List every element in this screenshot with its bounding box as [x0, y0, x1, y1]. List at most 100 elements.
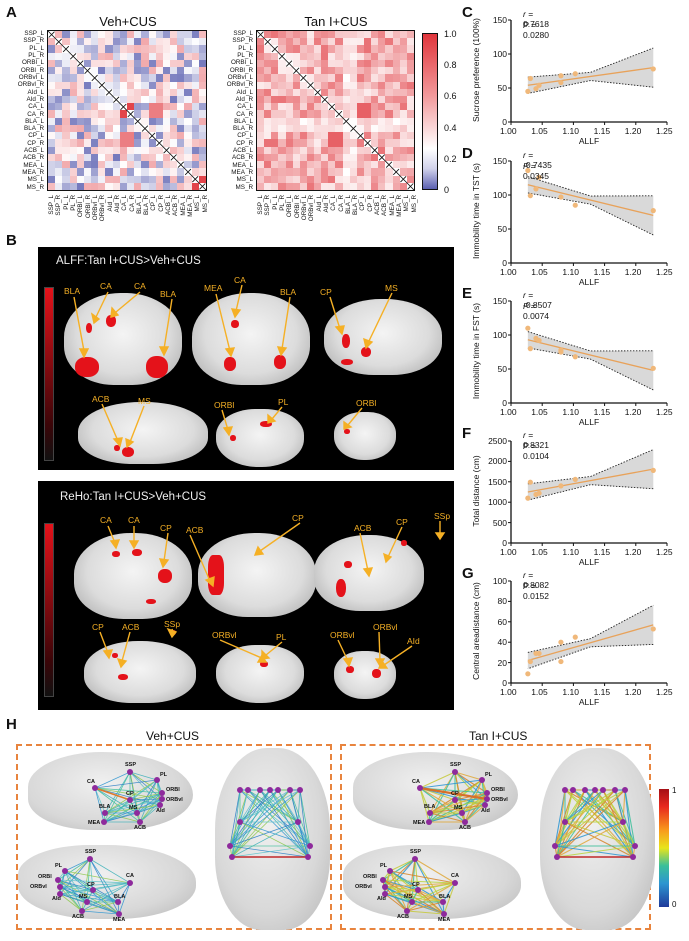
region-label: CA	[234, 275, 246, 285]
y-tick-label: 0	[502, 678, 507, 688]
colorbar-tick: 0.6	[444, 91, 457, 101]
region-label: CP	[160, 523, 172, 533]
x-tick-label: 1.15	[593, 407, 611, 417]
x-tick-label: 1.25	[656, 126, 673, 136]
x-tick-label: 1.00	[500, 407, 517, 417]
network-node	[612, 787, 618, 793]
x-tick-label: 1.00	[500, 267, 517, 277]
panel-label-h: H	[6, 716, 17, 733]
heatmap-row-label: ORBl_R	[20, 66, 44, 74]
region-label: PL	[276, 632, 287, 642]
x-tick-label: 1.00	[500, 547, 517, 557]
heatmap-row-label: SSP_L	[24, 30, 44, 37]
activation-blob	[132, 549, 142, 556]
y-tick-label: 0	[502, 398, 507, 408]
y-tick-label: 1500	[488, 476, 507, 487]
region-label: MS	[385, 283, 398, 293]
network-node	[137, 819, 143, 825]
panel-label-c: C	[462, 4, 473, 21]
network-node-label: CP	[87, 882, 95, 888]
data-point	[536, 650, 542, 657]
data-point	[650, 365, 656, 371]
data-point	[525, 167, 531, 174]
correlation-r: r = 0.8321	[523, 430, 549, 450]
reho-panel: ReHo:Tan I+CUS>Veh+CUS CA CA CP ACB CP A…	[38, 481, 454, 710]
x-tick-label: 1.15	[593, 687, 611, 697]
data-point	[525, 671, 531, 677]
brain-slice	[216, 645, 304, 703]
activation-blob	[112, 551, 120, 557]
x-tick-label: 1.20	[624, 687, 642, 697]
network-node-label: MEA	[88, 820, 101, 826]
activation-blob	[231, 320, 239, 328]
region-label: CA	[100, 515, 112, 525]
network-node	[157, 802, 163, 808]
confidence-band	[527, 176, 654, 235]
network-node-label: ORBl	[166, 787, 180, 793]
network-node	[441, 911, 447, 917]
network-node	[92, 785, 98, 791]
heatmap-row-label: CA_R	[27, 110, 44, 118]
network-node	[417, 785, 423, 791]
reho-intensity-colorbar	[44, 523, 54, 697]
network-node	[484, 796, 490, 802]
colorbar-tick: 0.8	[444, 60, 457, 70]
network-node	[267, 787, 273, 793]
data-point	[650, 626, 656, 632]
network-node-label: MS	[129, 805, 138, 811]
y-tick-label: 2500	[488, 436, 507, 446]
heatmap-row-label: MS_L	[27, 176, 44, 184]
data-point	[650, 467, 656, 473]
network-node	[101, 819, 107, 825]
network-node-label: SSP	[450, 762, 462, 768]
region-label: ACB	[122, 622, 140, 632]
network-node-label: ACB	[459, 825, 471, 831]
network-node	[620, 819, 626, 825]
activation-blob	[346, 666, 354, 673]
y-tick-label: 50	[497, 83, 507, 93]
heatmap-row-label: AId_R	[26, 95, 44, 103]
confidence-band	[527, 605, 654, 669]
activation-blob	[344, 561, 352, 568]
activation-blob	[86, 323, 92, 333]
correlation-r: r = -0.8507	[523, 290, 552, 310]
heatmap-row-label: CP_R	[236, 139, 253, 147]
data-point	[572, 354, 578, 360]
network-node	[57, 891, 63, 897]
regression-line	[527, 624, 654, 662]
x-tick-label: 1.15	[593, 267, 611, 277]
network-node	[382, 891, 388, 897]
network-node	[237, 787, 243, 793]
network-node	[229, 854, 235, 860]
network-node	[134, 810, 140, 816]
network-node-label: SSP	[125, 762, 137, 768]
colorbar-tick: 0.4	[444, 123, 457, 133]
network-node-label: CP	[451, 791, 459, 797]
network-node	[102, 810, 108, 816]
network-node	[592, 787, 598, 793]
network-node-label: ORBvl	[491, 797, 508, 803]
data-point	[527, 479, 533, 485]
region-label: CA	[134, 281, 146, 291]
activation-blob	[230, 435, 236, 441]
data-point	[650, 66, 656, 72]
network-node	[57, 884, 63, 890]
network-node-label: BLA	[424, 804, 436, 810]
heatmap-row-label: ACB_L	[24, 147, 44, 155]
y-tick-label: 50	[497, 364, 507, 374]
network-node-label: ORBvl	[30, 884, 47, 890]
network-node	[245, 787, 251, 793]
region-label: CP	[92, 622, 104, 632]
panel-label-e: E	[462, 285, 473, 302]
network-node	[287, 787, 293, 793]
network-node-label: ORBl	[38, 874, 52, 880]
region-label: ORBvl	[373, 622, 398, 632]
network-node	[87, 856, 93, 862]
network-node-label: MS	[404, 894, 413, 900]
network-node	[257, 787, 263, 793]
region-label: ORBvl	[212, 630, 237, 640]
data-point	[536, 490, 542, 496]
data-point	[558, 658, 564, 665]
activation-blob	[146, 356, 168, 378]
